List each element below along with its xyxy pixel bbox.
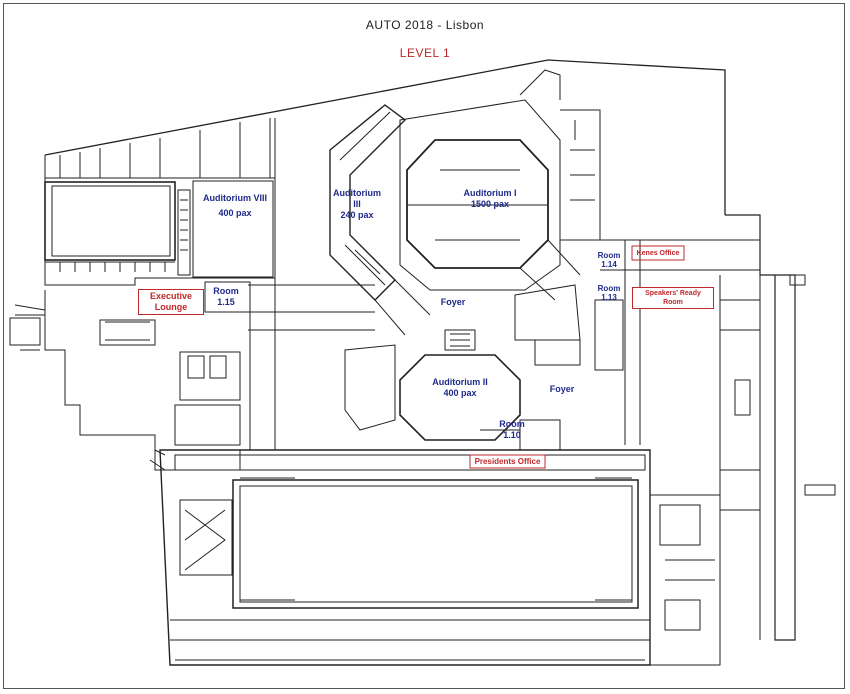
room-1-10-name: Room — [499, 419, 525, 429]
auditorium-8-outline — [44, 181, 176, 261]
auditorium-1-capacity: 1500 pax — [470, 199, 510, 209]
foyer-main-label: Foyer — [440, 297, 466, 307]
speakers-ready-line1: Speakers' Ready — [645, 290, 701, 297]
room-1-15-name: Room — [213, 286, 239, 296]
auditorium-3-capacity: 240 pax — [340, 210, 374, 220]
room-1-14-name: Room — [597, 251, 621, 260]
presidents-office-label: Presidents Office — [474, 457, 541, 466]
auditorium-2-name: Auditorium II — [432, 377, 488, 387]
presidents-office-box — [469, 454, 546, 469]
north-facade — [44, 59, 726, 215]
south-hall — [232, 479, 639, 609]
east-corridor — [600, 239, 760, 445]
foyer-east-label: Foyer — [549, 384, 575, 394]
kenes-office-label: Kenes Office — [636, 250, 680, 257]
page-frame — [3, 3, 845, 689]
kenes-office-box — [631, 245, 685, 261]
speakers-ready-room-label: Speakers' Ready Room — [632, 287, 714, 309]
executive-lounge-label: Executive Lounge — [138, 289, 204, 315]
auditorium-1-name: Auditorium I — [463, 188, 517, 198]
auditorium-3-name: Auditorium — [333, 188, 381, 198]
room-1-10-number: 1.10 — [503, 430, 521, 440]
auditorium-8-label: Auditorium VIII 400 pax — [190, 193, 280, 219]
auditorium-8-seating — [192, 180, 274, 278]
room-1-13-name: Room — [597, 284, 621, 293]
room-1-14-number: 1.14 — [601, 260, 617, 269]
room-1-15-label: Room 1.15 — [208, 286, 244, 308]
auditorium-3-outline — [329, 104, 407, 301]
auditorium-8-capacity: 400 pax — [218, 208, 252, 218]
auditorium-1-label: Auditorium I 1500 pax — [448, 188, 532, 210]
room-1-14-label: Room 1.14 — [594, 251, 624, 269]
room-1-13-label: Room 1.13 — [594, 284, 624, 302]
speakers-ready-line2: Room — [663, 299, 683, 306]
auditorium-2-outline — [399, 354, 521, 441]
room-1-13-number: 1.13 — [601, 293, 617, 302]
auditorium-8-name: Auditorium VIII — [203, 193, 267, 203]
auditorium-2-capacity: 400 pax — [443, 388, 477, 398]
auditorium-3-number: III — [353, 199, 361, 209]
room-1-15-number: 1.15 — [217, 297, 235, 307]
room-1-10-label: Room 1.10 — [494, 419, 530, 441]
executive-lounge-line1: Executive — [149, 291, 193, 301]
west-lower-outline — [15, 314, 241, 471]
executive-lounge-line2: Lounge — [154, 302, 188, 312]
auditorium-3-label: Auditorium III 240 pax — [332, 188, 382, 221]
map-title: AUTO 2018 - Lisbon — [365, 18, 485, 32]
auditorium-2-label: Auditorium II 400 pax — [420, 377, 500, 399]
level-label: LEVEL 1 — [399, 46, 451, 60]
